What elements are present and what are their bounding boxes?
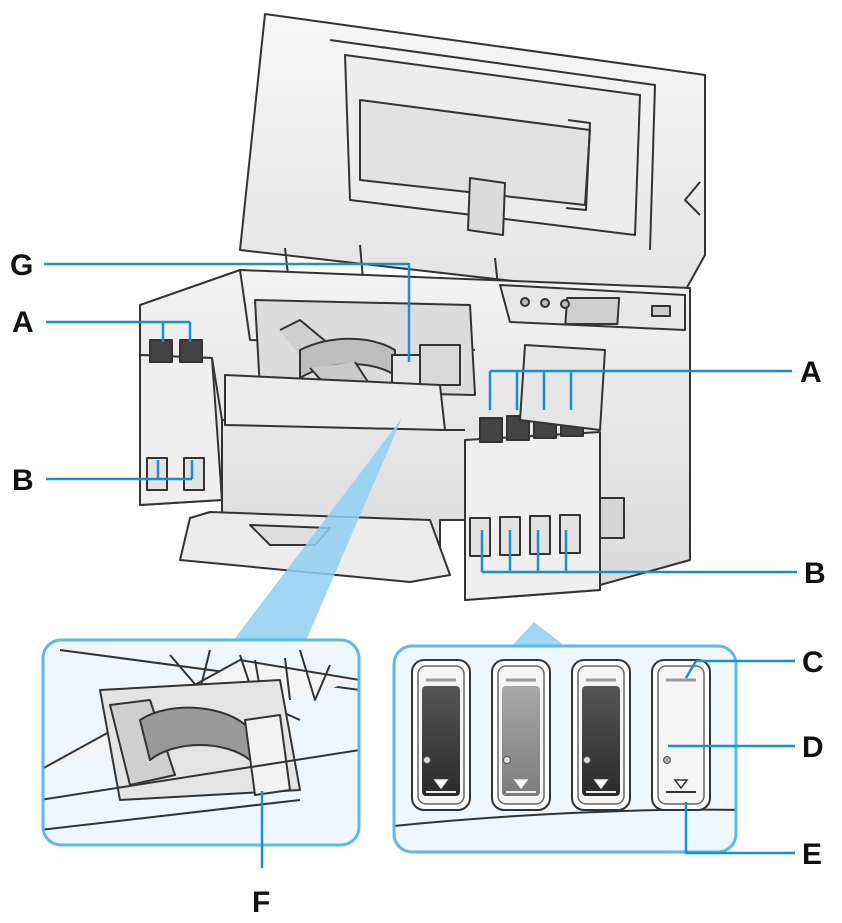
leader-lines	[44, 262, 797, 868]
lower-limit-mark-icon	[673, 779, 689, 790]
label-g: G	[10, 249, 33, 282]
printer-lid	[239, 13, 706, 301]
lower-limit-mark-icon	[593, 779, 609, 790]
inset-tank-ink	[502, 686, 540, 796]
ink-tank-window	[529, 515, 551, 555]
inset-ink-tank-windows	[392, 644, 738, 854]
lower-limit-mark-icon	[513, 779, 529, 790]
ink-tank-window-row	[411, 659, 711, 811]
tank-cap	[149, 339, 173, 363]
tank-cap	[479, 417, 503, 443]
inset-tank-ink	[582, 686, 620, 796]
ink-tank-window	[183, 457, 205, 491]
inset-tank-ink	[422, 686, 460, 796]
ink-level-dot	[503, 756, 511, 764]
tank-cap	[179, 339, 203, 363]
label-a-right: A	[800, 356, 822, 389]
leader-g	[44, 262, 411, 362]
callout-wedge-left	[226, 418, 402, 650]
label-d: D	[802, 731, 824, 764]
lower-limit-mark-icon	[433, 779, 449, 790]
label-f: F	[252, 886, 270, 919]
ink-level-dot	[663, 756, 671, 764]
callout-wedge-right	[508, 622, 570, 650]
inset-tank-window	[657, 665, 705, 805]
leader-e	[684, 802, 795, 855]
label-c: C	[802, 646, 824, 679]
ink-level-dot	[423, 756, 431, 764]
leader-c	[684, 659, 795, 679]
ink-tank-window	[559, 514, 581, 554]
ink-level-dot	[583, 756, 591, 764]
inset-print-head-lock-lever	[41, 638, 361, 847]
printer-interior	[224, 299, 476, 431]
label-b-left: B	[12, 464, 34, 497]
label-a-left: A	[12, 306, 34, 339]
label-b-right: B	[804, 557, 826, 590]
printer-illustration	[139, 13, 706, 601]
ink-tank-window	[469, 517, 491, 557]
label-e: E	[802, 838, 822, 871]
tank-cap	[506, 415, 530, 441]
callout-labels: G A B A B C D E F	[10, 249, 826, 919]
